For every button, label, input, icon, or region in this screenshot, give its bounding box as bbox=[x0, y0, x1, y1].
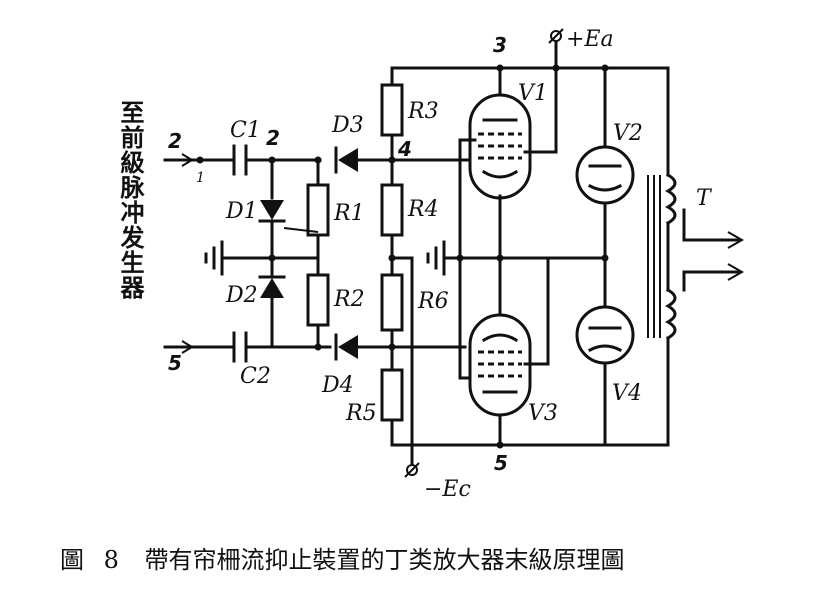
d2-symbol bbox=[260, 278, 284, 298]
t-output-upper bbox=[682, 208, 740, 242]
c2-label: C2 bbox=[240, 364, 271, 389]
r5-label: R5 bbox=[345, 401, 377, 426]
v4-label: V4 bbox=[612, 381, 642, 406]
r1-body bbox=[306, 183, 330, 237]
node-1-dot bbox=[196, 156, 204, 164]
v1-label: V1 bbox=[518, 81, 548, 106]
t-primary-lower-coil bbox=[664, 287, 677, 341]
r5-body bbox=[380, 368, 404, 422]
node-1-label: 1 bbox=[196, 170, 205, 186]
r4-body bbox=[380, 183, 404, 237]
d3-label: D3 bbox=[331, 113, 364, 138]
capacitor-c1: C1 bbox=[230, 118, 322, 176]
ground-center-node-a bbox=[456, 254, 464, 262]
node-r6-bottom-dot bbox=[388, 343, 396, 351]
t-core bbox=[647, 175, 661, 338]
ground-center-symbol bbox=[426, 240, 446, 276]
v3-label: V3 bbox=[528, 401, 558, 426]
input-top-label: 2 bbox=[168, 129, 182, 153]
figure-caption: 圖 8 帶有帘柵流抑止裝置的丁类放大器末級原理圖 bbox=[60, 540, 830, 580]
d4-symbol bbox=[338, 335, 358, 359]
ea-supply: +Ea 3 bbox=[390, 27, 670, 72]
c1-label: C1 bbox=[230, 118, 261, 143]
ground-left-symbol bbox=[204, 240, 224, 276]
tube-v2: V2 bbox=[575, 66, 643, 260]
t-label: T bbox=[696, 186, 713, 211]
r2-body bbox=[306, 273, 330, 327]
input-bottom-arrow bbox=[181, 340, 194, 354]
resistors-r1-r2: R1 R2 bbox=[283, 156, 365, 351]
ec-label: −Ec bbox=[424, 477, 471, 502]
figure-number: 圖 8 bbox=[60, 546, 125, 574]
transformer-t: T bbox=[647, 66, 745, 447]
v4-cathode bbox=[587, 344, 623, 353]
r4-label: R4 bbox=[407, 197, 439, 222]
diode-column: D1 D2 bbox=[225, 158, 286, 349]
v1-anode-return bbox=[523, 66, 558, 154]
c2-plates bbox=[232, 331, 248, 363]
r2-label: R2 bbox=[333, 287, 365, 312]
v2-cathode bbox=[587, 183, 623, 192]
v3-screen-return bbox=[523, 256, 550, 366]
ec-supply: −Ec bbox=[388, 254, 471, 502]
d3-symbol bbox=[338, 148, 358, 172]
ground-center-icon bbox=[426, 240, 609, 276]
input-top-arrow bbox=[165, 153, 194, 167]
chain-bottom-wire bbox=[390, 418, 670, 447]
ea-label: +Ea bbox=[566, 27, 614, 52]
r1-tap-wire bbox=[283, 227, 319, 233]
node-4-label: 4 bbox=[397, 137, 412, 161]
node-3-label: 3 bbox=[493, 33, 507, 57]
tube-v3: 5 V3 bbox=[468, 256, 558, 475]
t-output-upper-arrow bbox=[727, 231, 745, 249]
d1-label: D1 bbox=[225, 199, 258, 224]
tube-v4: V4 bbox=[575, 256, 642, 447]
v1-cathode bbox=[481, 169, 519, 179]
r6-label: R6 bbox=[417, 289, 449, 314]
tube-v1: V1 bbox=[458, 66, 558, 260]
input-source-label: 至前級脉冲发生器 bbox=[116, 100, 144, 300]
v2-label: V2 bbox=[613, 121, 643, 146]
d1-symbol bbox=[260, 200, 284, 220]
r3-body bbox=[380, 83, 404, 137]
figure-title: 帶有帘柵流抑止裝置的丁类放大器末級原理圖 bbox=[144, 546, 625, 574]
r2-node bbox=[314, 343, 322, 351]
d2-label: D2 bbox=[225, 283, 258, 308]
r1-node bbox=[314, 156, 322, 164]
capacitor-c2: C2 bbox=[232, 331, 332, 389]
ground-left-icon bbox=[204, 240, 320, 276]
ec-wire bbox=[390, 256, 414, 467]
input-bottom: 5 bbox=[163, 340, 234, 375]
ea-terminal-slash bbox=[548, 28, 564, 44]
divider-chain: 4 R3 R4 R6 R5 bbox=[345, 66, 670, 447]
ground-left-node bbox=[268, 254, 276, 262]
node-5-dot bbox=[496, 441, 504, 449]
r6-body bbox=[380, 273, 404, 332]
input-bottom-label: 5 bbox=[168, 351, 182, 375]
input-top: 2 1 bbox=[163, 129, 234, 186]
node-5-label: 5 bbox=[494, 451, 508, 475]
c1-plates bbox=[232, 144, 248, 176]
v2-envelope bbox=[575, 145, 635, 205]
ec-terminal-slash bbox=[404, 462, 420, 478]
r3-label: R3 bbox=[407, 99, 439, 124]
t-output-lower-arrow bbox=[727, 263, 745, 281]
t-output-lower bbox=[682, 270, 740, 292]
d4-label: D4 bbox=[321, 373, 354, 398]
v4-envelope bbox=[575, 305, 635, 365]
node-2-label: 2 bbox=[266, 126, 280, 150]
t-primary-upper-coil bbox=[664, 172, 677, 226]
v3-cathode bbox=[481, 333, 519, 343]
r1-label: R1 bbox=[333, 201, 365, 226]
diode-d3: D3 bbox=[331, 113, 394, 174]
ec-node-dot bbox=[388, 254, 396, 262]
screen-link-wire bbox=[458, 138, 472, 380]
